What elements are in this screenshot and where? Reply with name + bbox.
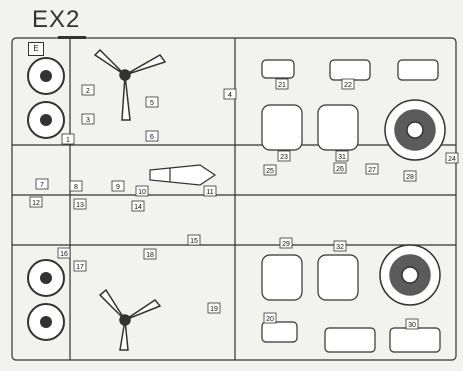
svg-text:22: 22 [344, 82, 352, 89]
cylinder-parts [261, 59, 439, 81]
part-number-29: 29 [279, 237, 293, 249]
svg-text:20: 20 [266, 316, 274, 323]
part-number-11: 11 [203, 185, 217, 197]
outer-frame [11, 37, 457, 361]
part-number-15: 15 [187, 234, 201, 246]
svg-text:5: 5 [150, 100, 154, 107]
svg-text:2: 2 [86, 88, 90, 95]
part-number-18: 18 [143, 248, 157, 260]
part-number-27: 27 [365, 163, 379, 175]
part-number-10: 10 [135, 185, 149, 197]
part-number-13: 13 [73, 198, 87, 210]
svg-text:6: 6 [150, 134, 154, 141]
part-number-3: 3 [81, 113, 95, 125]
svg-text:18: 18 [146, 252, 154, 259]
title-underline [58, 36, 86, 39]
svg-text:13: 13 [76, 202, 84, 209]
svg-text:31: 31 [338, 154, 346, 161]
svg-text:4: 4 [228, 92, 232, 99]
part-number-6: 6 [145, 130, 159, 142]
svg-text:12: 12 [32, 200, 40, 207]
part-number-7: 7 [35, 178, 49, 190]
svg-text:26: 26 [336, 166, 344, 173]
svg-text:10: 10 [138, 189, 146, 196]
svg-text:19: 19 [210, 306, 218, 313]
svg-text:8: 8 [74, 184, 78, 191]
frame-tag: E [28, 42, 44, 56]
cowling-parts [261, 104, 359, 301]
part-number-23: 23 [277, 150, 291, 162]
svg-text:30: 30 [408, 322, 416, 329]
part-number-8: 8 [69, 180, 83, 192]
svg-text:3: 3 [86, 117, 90, 124]
part-number-19: 19 [207, 302, 221, 314]
svg-text:9: 9 [116, 184, 120, 191]
svg-text:25: 25 [266, 168, 274, 175]
svg-text:29: 29 [282, 241, 290, 248]
part-number-22: 22 [341, 78, 355, 90]
part-number-20: 20 [263, 312, 277, 324]
propeller-top [93, 48, 167, 121]
part-number-31: 31 [335, 150, 349, 162]
svg-text:21: 21 [278, 82, 286, 89]
svg-text:32: 32 [336, 244, 344, 251]
wheel-bottom-1 [27, 259, 65, 297]
bottom-box-parts [261, 321, 441, 353]
part-number-14: 14 [131, 200, 145, 212]
frame [11, 37, 457, 361]
part-number-17: 17 [73, 260, 87, 272]
wheel-top-1 [27, 57, 65, 95]
propeller-bottom [98, 288, 162, 351]
part-number-12: 12 [29, 196, 43, 208]
svg-text:16: 16 [60, 251, 68, 258]
svg-text:7: 7 [40, 182, 44, 189]
part-number-21: 21 [275, 78, 289, 90]
part-number-1: 1 [61, 133, 75, 145]
svg-text:23: 23 [280, 154, 288, 161]
svg-text:14: 14 [134, 204, 142, 211]
fairing [149, 164, 217, 186]
svg-text:24: 24 [448, 156, 456, 163]
part-number-32: 32 [333, 240, 347, 252]
part-number-2: 2 [81, 84, 95, 96]
part-number-5: 5 [145, 96, 159, 108]
engine-bottom [379, 244, 441, 306]
part-number-9: 9 [111, 180, 125, 192]
wheel-top-2 [27, 101, 65, 139]
part-number-28: 28 [403, 170, 417, 182]
part-number-30: 30 [405, 318, 419, 330]
part-number-26: 26 [333, 162, 347, 174]
part-number-24: 24 [445, 152, 459, 164]
svg-text:11: 11 [206, 189, 213, 196]
part-number-4: 4 [223, 88, 237, 100]
part-number-16: 16 [57, 247, 71, 259]
svg-text:28: 28 [406, 174, 414, 181]
part-number-25: 25 [263, 164, 277, 176]
engine-top [384, 99, 446, 161]
sheet-title: EX2 [32, 6, 81, 33]
svg-text:1: 1 [66, 137, 70, 144]
svg-text:17: 17 [76, 264, 84, 271]
svg-text:27: 27 [368, 167, 376, 174]
svg-text:15: 15 [190, 238, 198, 245]
wheel-bottom-2 [27, 303, 65, 341]
